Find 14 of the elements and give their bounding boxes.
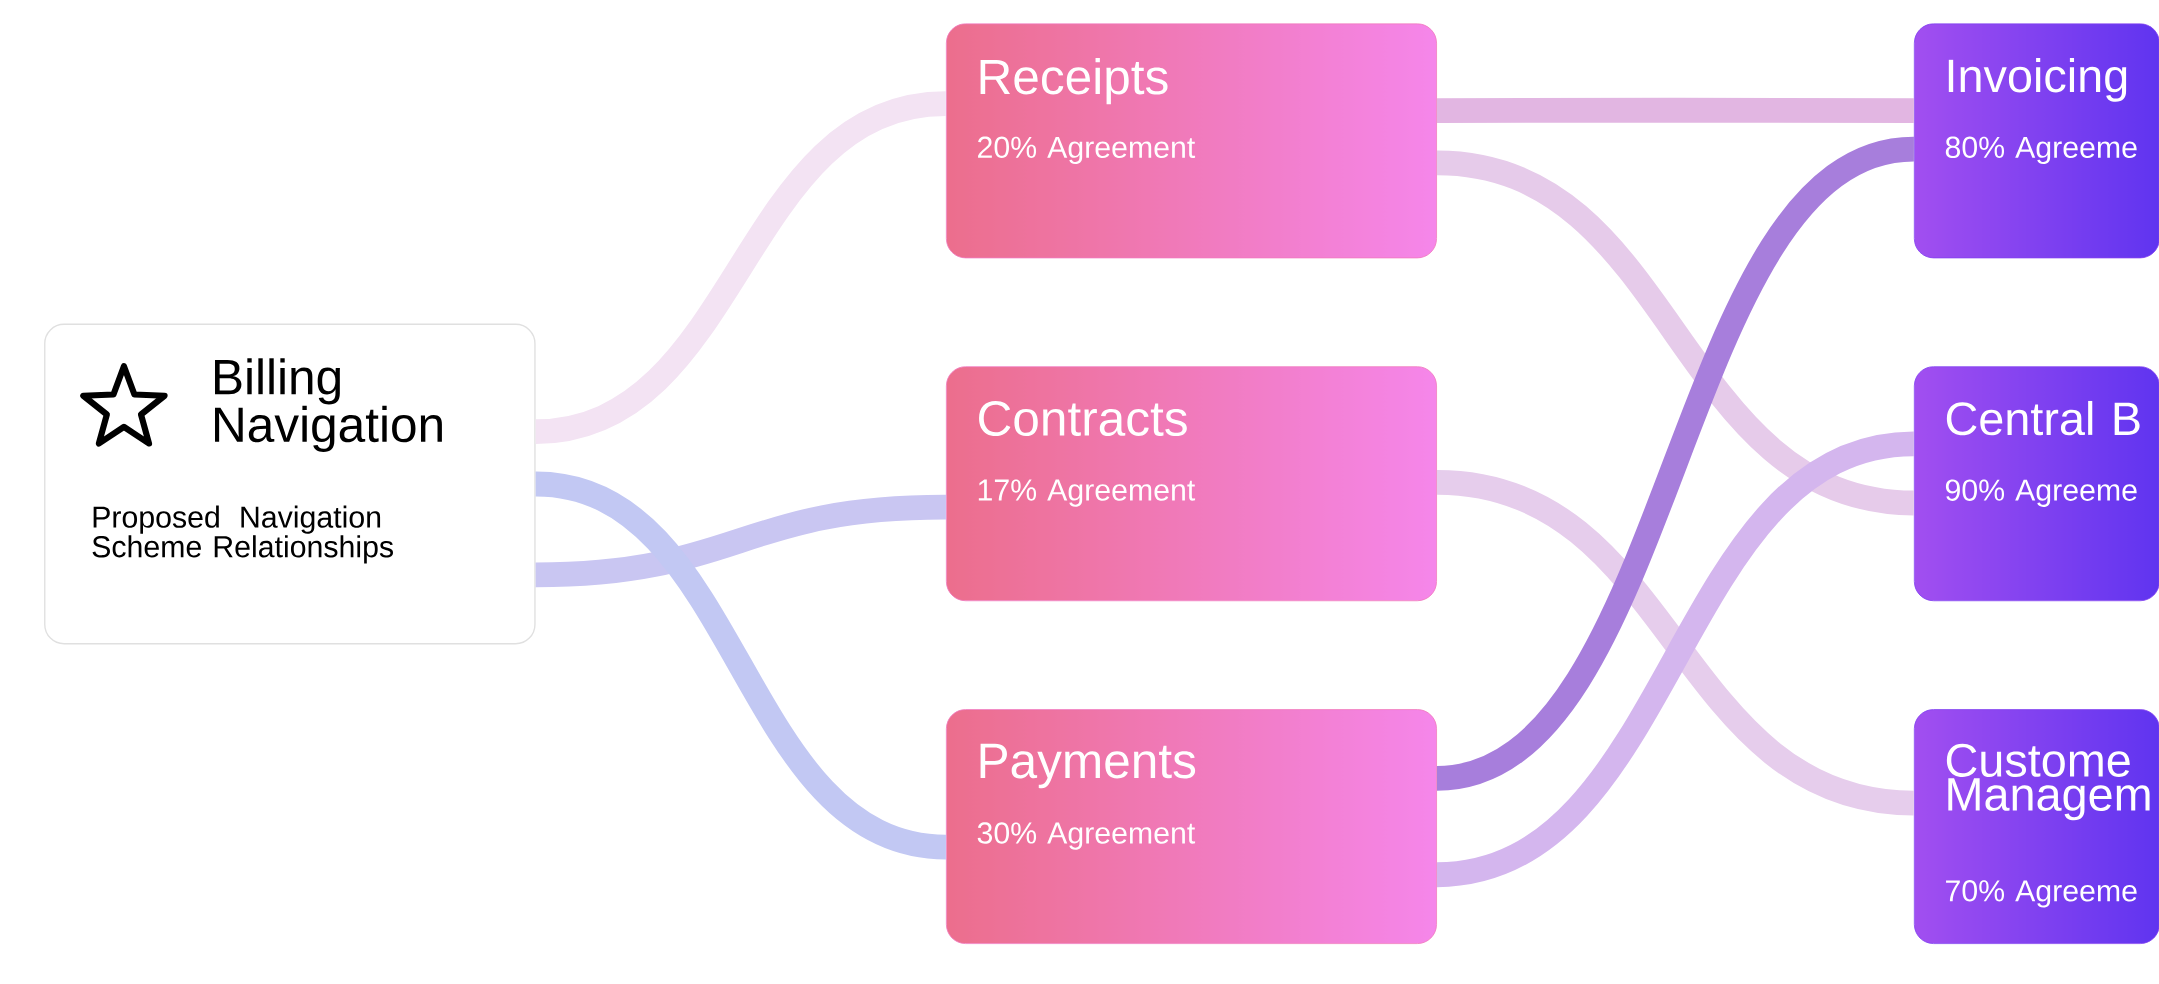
process-box: Custome Managem 70% Agreeme [1913,708,2159,944]
process-box: Payments 30% Agreement [945,708,1437,944]
flow-band [533,471,948,860]
flow-band [533,91,948,444]
flow-band [535,494,947,587]
flow-band [1436,97,1914,123]
process-box: Receipts 20% Agreement [945,23,1437,259]
process-box: Central B 90% Agreeme [1913,366,2159,601]
process-box: Contracts 17% Agreement [945,366,1437,601]
process-box: Invoicing 80% Agreeme [1913,23,2159,259]
flow-band [1435,431,1916,887]
flow-band [1434,136,1917,791]
process-box: Billing Navigation Proposed Navigation Scheme Relationships [44,323,536,645]
flow-band [1435,469,1916,816]
